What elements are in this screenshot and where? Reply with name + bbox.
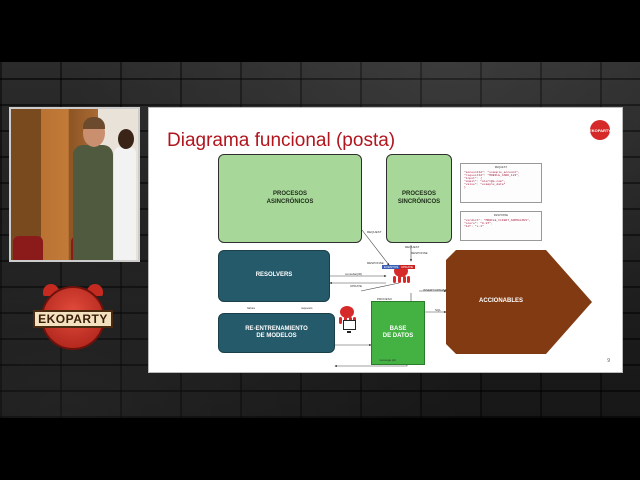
request-line: "value": "example_data" <box>464 183 506 186</box>
database-box: BASE DE DATOS <box>371 301 425 365</box>
response-label-2: RESPONSE <box>411 251 428 255</box>
events-tag: EVENTOS <box>382 265 401 269</box>
response-panel-header: RESPONSE <box>493 214 509 217</box>
speaker-camera-inset <box>9 107 140 262</box>
requests-label: requests <box>301 306 313 310</box>
response-line: "score": "0.87", <box>464 222 493 225</box>
request-line: "requestId": "MOBILE_CARD_123", <box>464 174 520 177</box>
update-label: UPDATE <box>350 284 362 288</box>
request-line: } <box>464 186 466 189</box>
consult-label: consultar(ID) <box>345 272 363 276</box>
event-logo: EKOPARTY <box>33 284 113 360</box>
slide-title: Diagrama funcional (posta) <box>167 130 396 151</box>
async-processes-box: PROCESOS ASINCRÓNICOS <box>218 154 362 243</box>
request-line: "accountId": "example_account", <box>464 171 520 174</box>
event-logo-text: EKOPARTY <box>33 310 113 328</box>
sync-processes-box: PROCESOS SINCRÓNICOS <box>386 154 452 243</box>
request-line: "input": { <box>464 177 483 180</box>
response-panel: RESPONSE "verdict": "MOBILE_CLIENT_ANOMA… <box>460 211 542 241</box>
actions-label: ACCIONABLES <box>478 298 523 305</box>
actions-shape <box>446 250 592 354</box>
retrain-models-box: RE-ENTRENAMIENTO DE MODELOS <box>218 313 335 353</box>
video-frame: EKOPARTY Diagrama funcional (posta) EKOP… <box>0 62 640 418</box>
resolvers-box: RESOLVERS <box>218 250 330 302</box>
request-panel: REQUEST "accountId": "example_account", … <box>460 163 542 203</box>
update-tag: UPDATE <box>399 265 415 269</box>
sql-label-2: SQL <box>435 308 442 312</box>
slide-logo: EKOPARTY <box>589 120 611 140</box>
request-line: "email": "alert@a.com", <box>464 180 506 183</box>
request-label: REQUEST <box>367 230 382 234</box>
procedure-label: PROCESO <box>377 297 393 301</box>
chair <box>13 236 43 260</box>
request-panel-header: REQUEST <box>494 166 508 169</box>
presentation-slide: Diagrama funcional (posta) EKOPARTY <box>149 108 622 372</box>
response-label: RESPONSE <box>367 261 384 265</box>
failure-label: failure <box>247 306 256 310</box>
audience-member <box>114 129 136 260</box>
sql-label: INSERT/UPDATE <box>423 288 447 292</box>
monitor-icon <box>343 320 356 333</box>
request-label-2: REQUEST <box>405 245 420 249</box>
door <box>11 109 41 260</box>
speaker <box>73 117 113 260</box>
response-line: "id": "x-1" <box>464 225 484 228</box>
slide-page-number: 9 <box>607 358 610 364</box>
message-label: message.pkl <box>379 358 396 362</box>
response-line: "verdict": "MOBILE_CLIENT_ANOMALOUS", <box>464 219 531 222</box>
